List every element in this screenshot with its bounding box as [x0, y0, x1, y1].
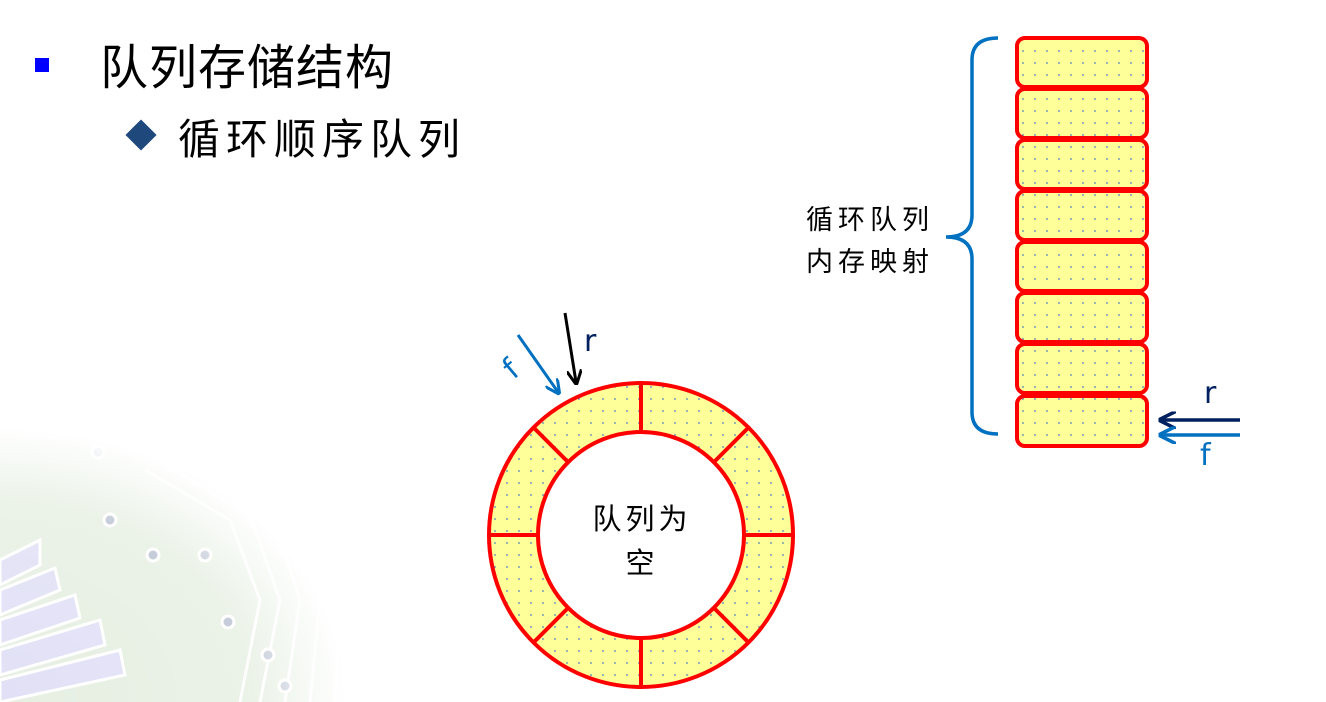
slide-subtitle: 循环顺序队列	[178, 115, 467, 164]
memory-map-label-line1: 循环队列	[806, 205, 934, 236]
memory-map-label: 循环队列 内存映射	[806, 200, 934, 284]
ring-rear-label: r	[584, 324, 597, 359]
ring-front-arrow-icon	[516, 334, 558, 392]
title-bullet-icon	[35, 58, 49, 72]
stack-front-label: f	[1200, 438, 1211, 473]
memory-map-label-line2: 内存映射	[806, 247, 934, 278]
circular-queue-ring	[487, 381, 795, 689]
curly-brace-icon	[945, 36, 999, 436]
memory-cells	[1015, 36, 1149, 448]
ring-center-label-line2: 空	[625, 546, 659, 580]
ring-center-label-line1: 队列为	[592, 502, 692, 536]
slide-title: 队列存储结构	[100, 40, 395, 96]
ring-center-label: 队列为 空	[580, 497, 704, 585]
ring-rear-arrow-icon	[563, 312, 576, 382]
stack-rear-label: r	[1204, 376, 1217, 411]
